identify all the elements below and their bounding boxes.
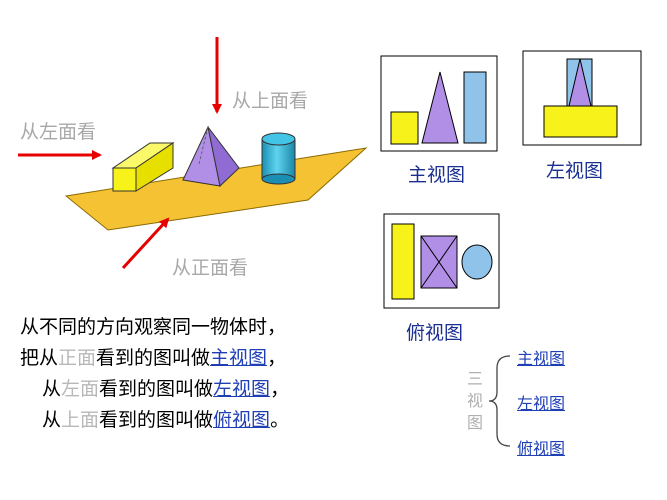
line4-end: 。 xyxy=(270,409,290,431)
label-from-left: 从左面看 xyxy=(20,121,97,143)
line4-direction: 上面 xyxy=(61,409,100,431)
summary-link-left-view[interactable]: 左视图 xyxy=(517,394,566,413)
explanation-line-2: 把从正面看到的图叫做主视图， xyxy=(20,343,289,374)
line2-prefix: 把从 xyxy=(20,347,59,369)
link-top-view[interactable]: 俯视图 xyxy=(213,409,271,431)
line3-prefix: 从 xyxy=(42,378,62,400)
explanation-line-3: 从左面看到的图叫做左视图， xyxy=(20,374,289,405)
three-views-label: 三视图 xyxy=(466,369,483,432)
line4-prefix: 从 xyxy=(42,409,62,431)
line3-end: ， xyxy=(270,378,290,400)
line3-middle: 看到的图叫做 xyxy=(99,378,214,400)
explanation-line-1-text: 从不同的方向观察同一物体时， xyxy=(20,316,287,338)
caption-left-view: 左视图 xyxy=(546,160,604,182)
line3-direction: 左面 xyxy=(61,378,100,400)
explanation-line-1: 从不同的方向观察同一物体时， xyxy=(20,312,289,343)
summary-link-front-view[interactable]: 主视图 xyxy=(517,349,566,368)
cylinder-shape xyxy=(261,132,296,185)
explanation-line-4: 从上面看到的图叫做俯视图。 xyxy=(20,405,289,436)
brace xyxy=(488,355,511,447)
caption-front-view: 主视图 xyxy=(408,164,466,186)
top-view-frame xyxy=(383,213,500,309)
summary-link-top-view[interactable]: 俯视图 xyxy=(517,439,566,458)
link-front-view[interactable]: 主视图 xyxy=(210,347,268,369)
link-left-view[interactable]: 左视图 xyxy=(213,378,271,400)
arrow-from-front xyxy=(121,217,170,270)
cuboid-shape xyxy=(111,142,175,192)
front-view-frame xyxy=(380,55,498,152)
explanation-text: 从不同的方向观察同一物体时， 把从正面看到的图叫做主视图， 从左面看到的图叫做左… xyxy=(20,312,289,436)
left-view-frame xyxy=(522,50,642,146)
label-from-top: 从上面看 xyxy=(232,90,309,112)
pyramid-shape xyxy=(182,125,240,187)
line2-middle: 看到的图叫做 xyxy=(96,347,211,369)
caption-top-view: 俯视图 xyxy=(406,322,464,344)
line2-direction: 正面 xyxy=(58,347,97,369)
line2-end: ， xyxy=(267,347,287,369)
line4-middle: 看到的图叫做 xyxy=(99,409,214,431)
label-from-front: 从正面看 xyxy=(172,257,249,279)
